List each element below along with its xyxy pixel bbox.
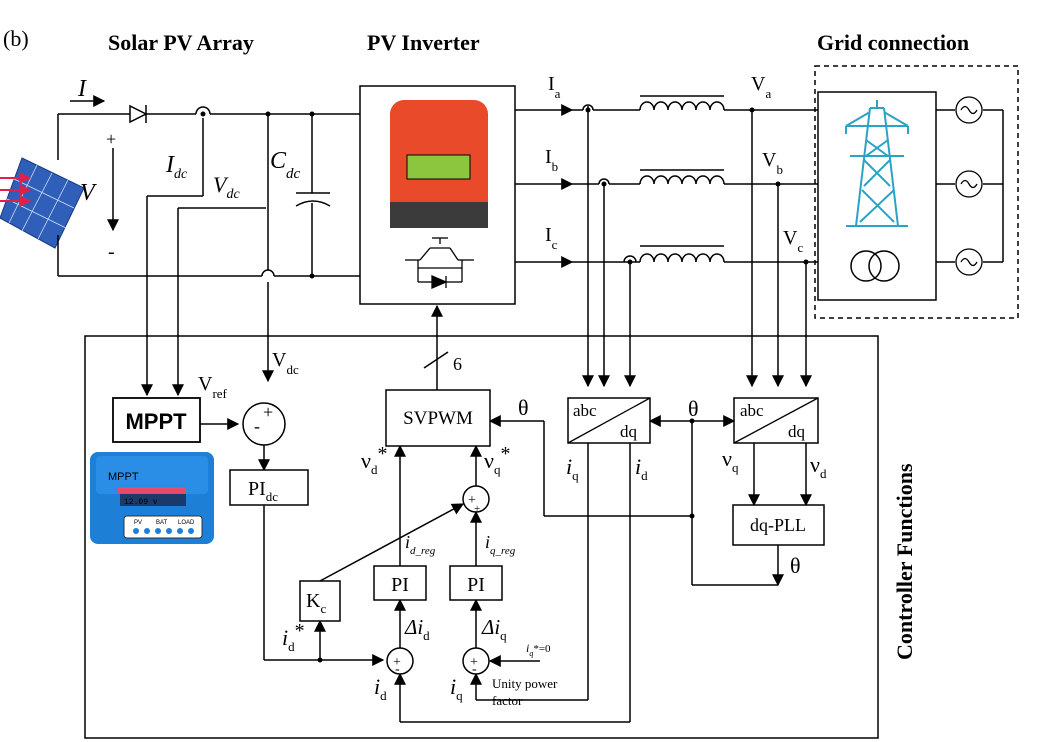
label-Ib: Ib (545, 146, 558, 174)
kc-label: Kc (306, 590, 326, 616)
svpwm-label: SVPWM (403, 408, 473, 429)
pi-dc-block (229, 469, 309, 506)
label-I: I (77, 76, 87, 102)
sum-junction-dc: - + (242, 402, 286, 446)
pi-d-block (373, 565, 427, 601)
mppt-device-tag-load: LOAD (178, 520, 195, 526)
label-iq-star-zero: iq*=0 (526, 641, 551, 658)
mppt-device-display: 12.09 v (124, 498, 158, 507)
ac-lines (515, 95, 818, 388)
header-grid: Grid connection (817, 30, 969, 55)
dq-pll-block (732, 504, 825, 546)
label-six: 6 (453, 354, 462, 374)
pi-q-label: PI (467, 574, 485, 596)
svg-text:-: - (395, 662, 400, 677)
header-solar: Solar PV Array (108, 30, 254, 55)
label-id-star: id* (282, 620, 305, 654)
label-Vb: Vb (762, 149, 783, 177)
svg-text:+: + (474, 503, 480, 515)
sum-junction-d: + - (386, 647, 414, 677)
label-iq-reg: iq_reg (485, 532, 516, 557)
label-iq-feedback: iq (450, 674, 463, 703)
label-unity-line2: factor (492, 693, 523, 708)
label-Cdc: Cdc (270, 148, 301, 182)
abc-dq-transform-voltage: abc dq (733, 397, 819, 444)
kc-block (299, 580, 341, 622)
dq-pll-label: dq-PLL (750, 515, 806, 535)
svg-text:-: - (254, 416, 260, 436)
label-Va: Va (751, 73, 771, 101)
mppt-device-icon: MPPT 12.09 v PV BAT LOAD (90, 452, 214, 544)
label-Vdc-small: Vdc (213, 172, 240, 202)
dq-label-1: dq (620, 422, 638, 441)
transmission-tower-icon (845, 100, 909, 227)
grid-dashed-box (814, 65, 1019, 319)
label-unity-line1: Unity power (492, 676, 558, 691)
label-vd: νd (810, 452, 827, 481)
header-inverter: PV Inverter (367, 30, 480, 55)
svg-text:+: + (470, 655, 478, 670)
label-vq: νq (722, 446, 739, 475)
label-Vref: Vref (198, 373, 228, 401)
label-Ia: Ia (548, 73, 561, 101)
mppt-device-tag-bat: BAT (156, 520, 168, 526)
label-Vc: Vc (783, 227, 803, 255)
label-id-out: id (635, 454, 648, 483)
pi-q-block (449, 565, 503, 601)
solar-panel-icon (0, 157, 85, 249)
svg-text:-: - (472, 662, 477, 677)
pi-dc-label: PIdc (248, 478, 278, 504)
grid-inner-box (817, 91, 937, 301)
label-Idc: Idc (165, 152, 188, 182)
abc-dq-transform-current: abc dq (567, 397, 651, 444)
label-vd-star: νd* (361, 443, 387, 477)
sum-junction-q: + - (462, 647, 490, 677)
label-plus: + (106, 129, 116, 149)
header-controller: Controller Functions (892, 463, 917, 660)
svpwm-block (385, 389, 491, 447)
label-id-feedback: id (374, 674, 387, 703)
mppt-block-label: MPPT (125, 409, 187, 434)
mppt-device-tag-pv: PV (134, 520, 142, 526)
label-delta-iq: Δiq (481, 615, 507, 643)
transformer-icon (850, 250, 900, 282)
label-Vdc: Vdc (272, 349, 299, 377)
svg-text:+: + (468, 493, 476, 508)
panel-label: (b) (3, 26, 29, 51)
label-theta-pll: θ (790, 553, 801, 578)
label-Ic: Ic (545, 224, 558, 252)
sunlight-arrows (0, 172, 32, 207)
ac-source-icon (955, 96, 983, 276)
mppt-device-title: MPPT (108, 471, 139, 483)
label-vq-star: νq* (484, 443, 510, 477)
inverter-box (359, 85, 516, 305)
pi-d-label: PI (391, 574, 409, 596)
label-minus: - (108, 241, 115, 263)
sum-junction-vq: + + (462, 485, 490, 515)
label-iq-out: iq (566, 454, 579, 483)
label-delta-id: Δid (404, 615, 430, 643)
igbt-symbol-icon (405, 237, 474, 289)
mppt-block (112, 397, 201, 443)
label-theta-mid: θ (688, 396, 699, 421)
controller-box (84, 335, 879, 739)
control-wires (200, 304, 812, 723)
svg-text:+: + (393, 655, 401, 670)
abc-label-1: abc (573, 401, 597, 420)
grid-source-lines (936, 109, 1004, 263)
label-id-reg: id_reg (405, 532, 436, 557)
svg-text:+: + (263, 402, 273, 422)
dq-label-2: dq (788, 422, 806, 441)
dc-circuit (57, 95, 360, 397)
abc-label-2: abc (740, 401, 764, 420)
label-V: V (80, 180, 97, 206)
diode-icon (129, 104, 148, 124)
label-theta-svpwm: θ (518, 395, 529, 420)
